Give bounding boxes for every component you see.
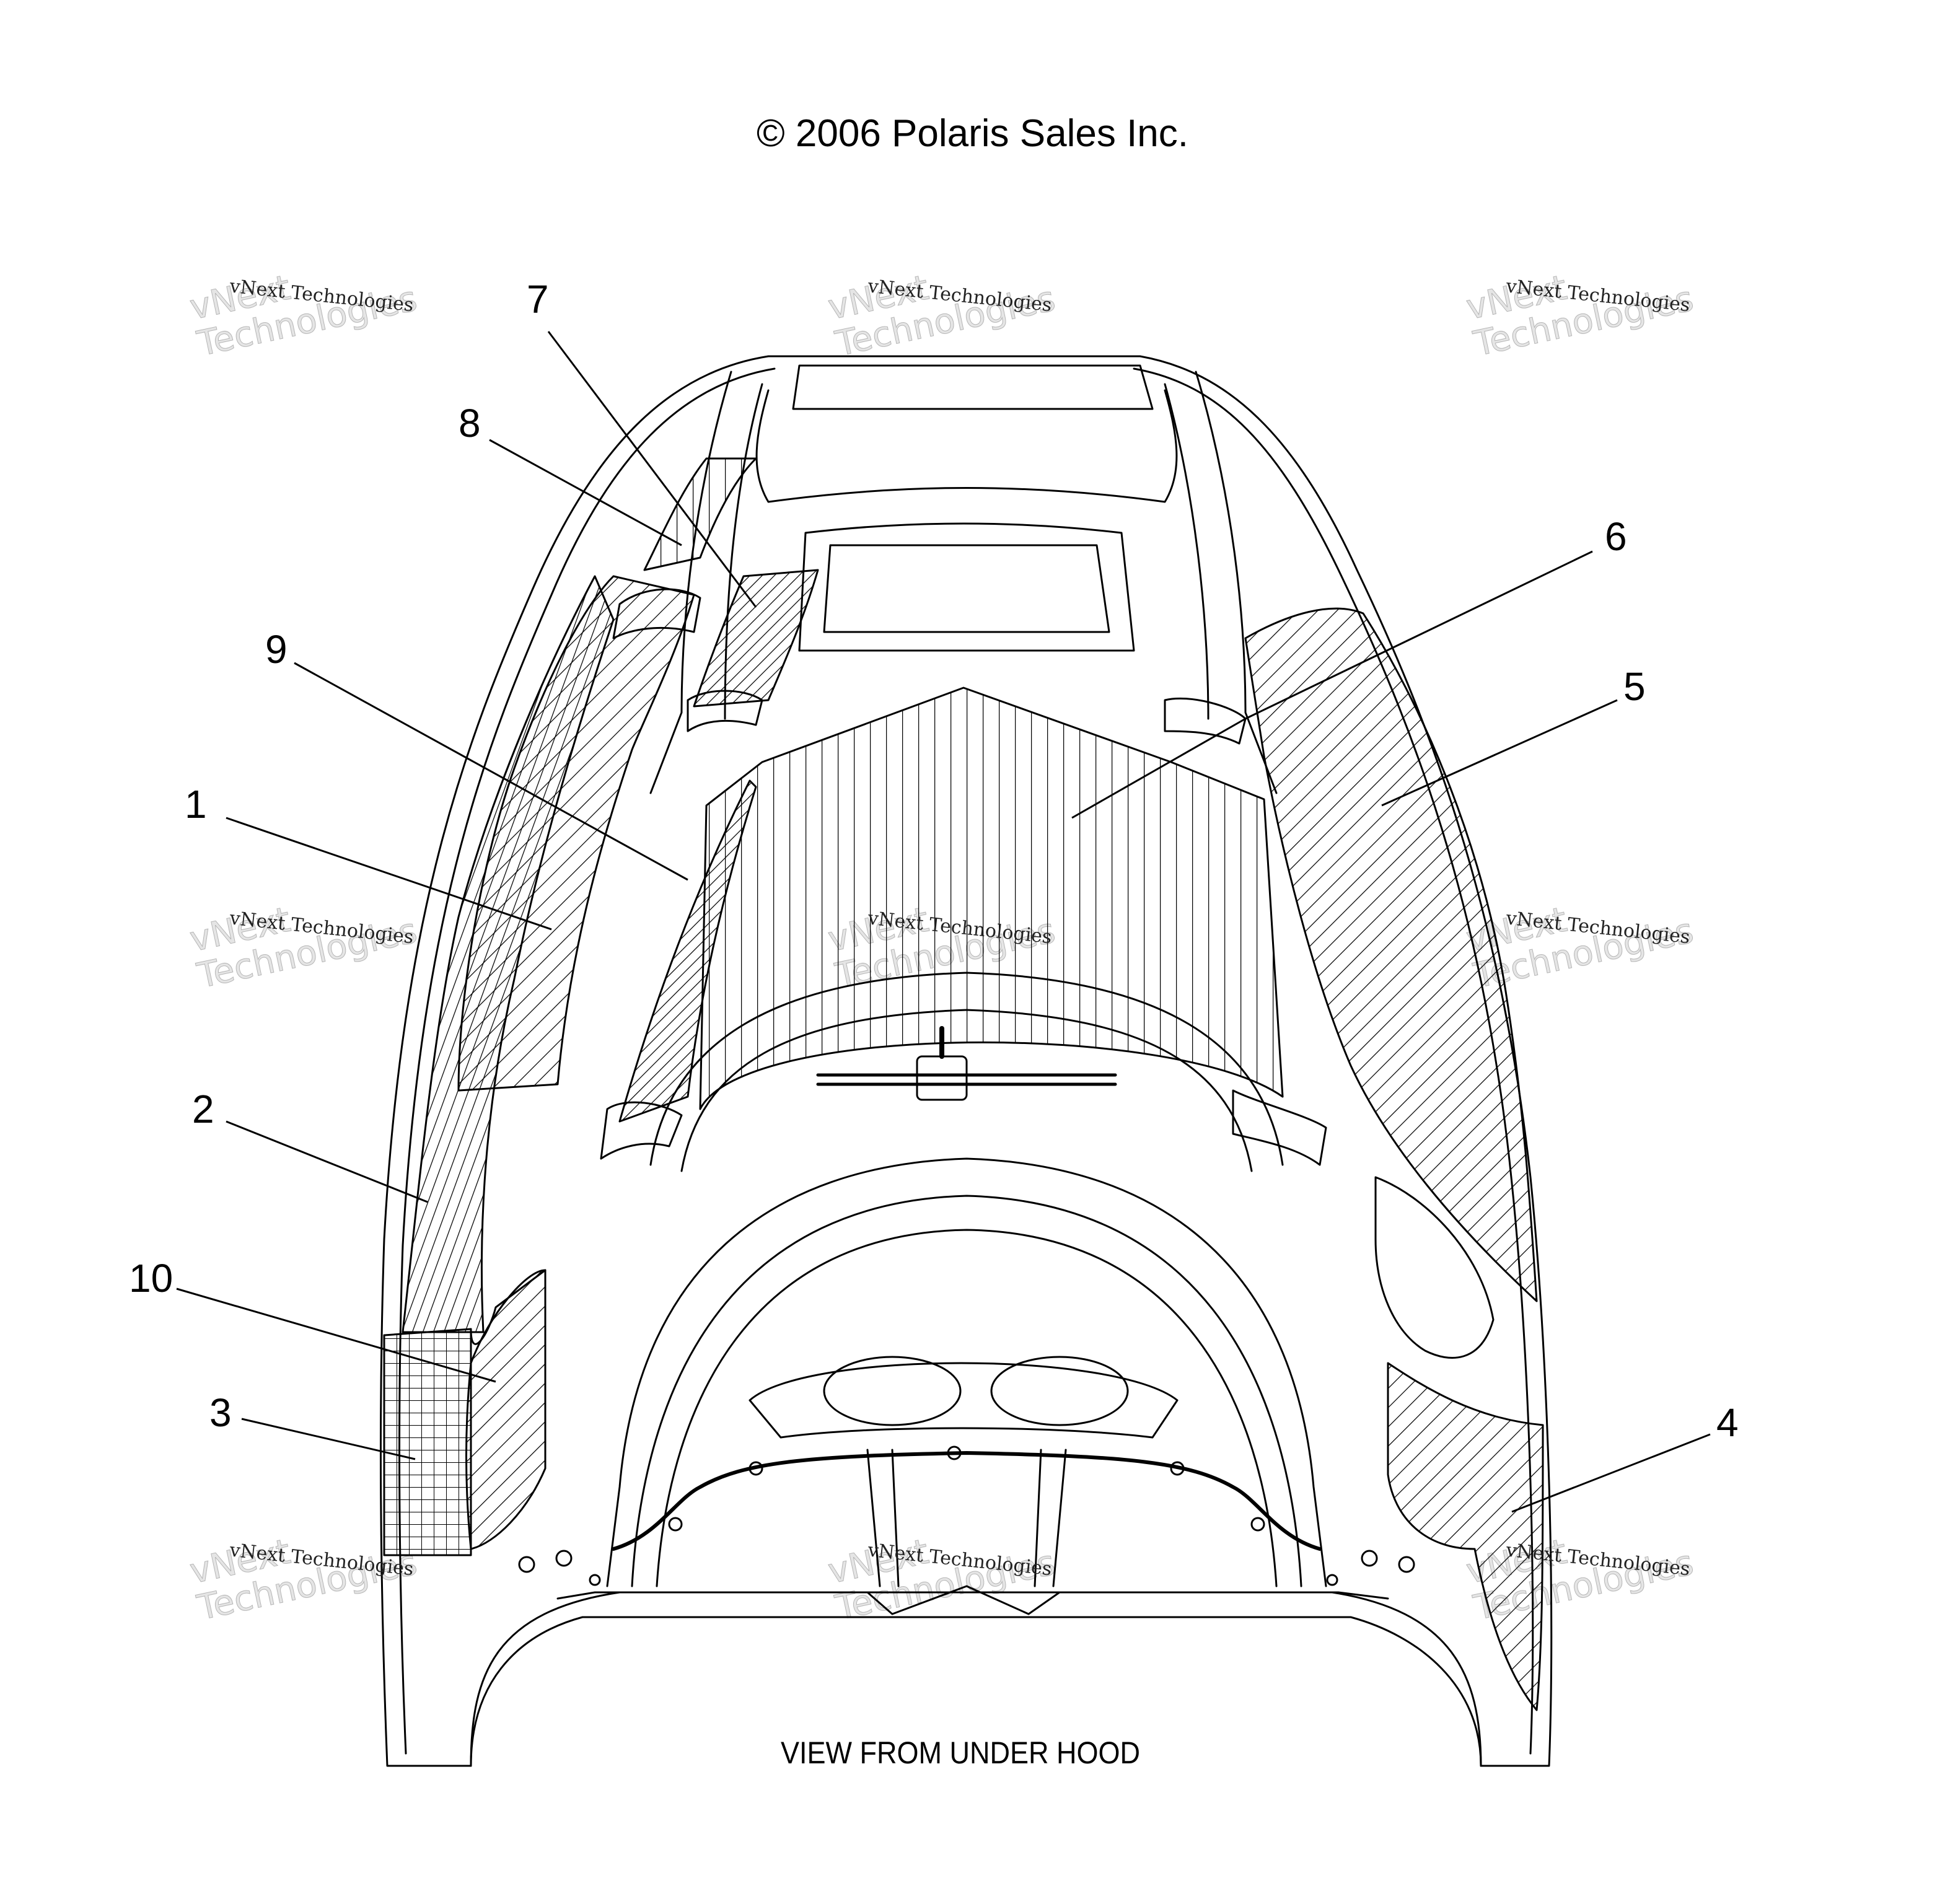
latch bbox=[916, 1055, 968, 1101]
leader-3 bbox=[241, 1418, 416, 1460]
decal-9 bbox=[618, 779, 757, 1123]
callout-2: 2 bbox=[192, 1087, 214, 1131]
leader-9 bbox=[294, 662, 688, 881]
view-caption: VIEW FROM UNDER HOOD bbox=[781, 1735, 1140, 1770]
decal-2 bbox=[402, 575, 615, 1333]
callout-9: 9 bbox=[265, 627, 288, 672]
left-headlight-lens bbox=[823, 1356, 962, 1426]
wire-harness bbox=[612, 1451, 1322, 1551]
callout-5: 5 bbox=[1623, 664, 1646, 709]
upper-vent bbox=[798, 522, 1135, 652]
leader-4 bbox=[1511, 1433, 1711, 1513]
callout-1: 1 bbox=[185, 782, 207, 827]
leader-7 bbox=[547, 331, 757, 608]
center-decal-6 bbox=[699, 687, 1284, 1110]
headlight-arch bbox=[649, 972, 1284, 1166]
decal-8 bbox=[643, 457, 757, 571]
callout-6: 6 bbox=[1605, 514, 1627, 559]
decal-7 bbox=[693, 569, 819, 708]
right-headlight-lens bbox=[990, 1356, 1129, 1426]
decal-5 bbox=[1244, 607, 1538, 1302]
decal-3 bbox=[383, 1328, 472, 1556]
leader-2 bbox=[226, 1120, 428, 1203]
rear-skirt bbox=[470, 1616, 1482, 1767]
leader-10 bbox=[176, 1288, 496, 1383]
leader-lines bbox=[176, 331, 1711, 1513]
callout-7: 7 bbox=[527, 277, 549, 322]
top-vent-frame bbox=[792, 364, 1154, 410]
callout-10: 10 bbox=[129, 1256, 173, 1301]
callout-labels: 1 2 3 4 5 6 7 8 9 10 bbox=[129, 277, 1739, 1445]
copyright-text: © 2006 Polaris Sales Inc. bbox=[756, 112, 1189, 155]
callout-8: 8 bbox=[459, 401, 481, 445]
leader-1 bbox=[226, 817, 552, 931]
callout-4: 4 bbox=[1716, 1400, 1739, 1445]
leader-6 bbox=[1245, 550, 1593, 720]
inner-arch bbox=[606, 1157, 1327, 1587]
headlight-housing bbox=[749, 1362, 1179, 1439]
callout-3: 3 bbox=[209, 1390, 232, 1435]
leader-6b bbox=[1071, 717, 1246, 819]
leader-5 bbox=[1381, 699, 1618, 807]
decal-4 bbox=[1387, 1362, 1544, 1711]
leader-8 bbox=[489, 439, 682, 546]
